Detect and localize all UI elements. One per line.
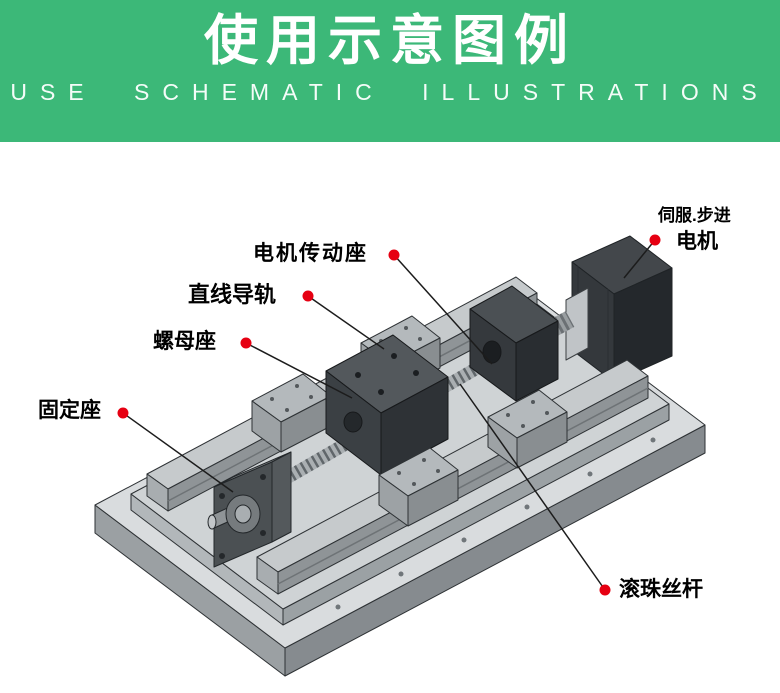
- rail-carriage-front-1: [378, 447, 459, 527]
- label-fixed-mount: 固定座: [38, 399, 101, 422]
- callout-dot-nut-mount: [240, 337, 252, 349]
- banner-title: 使用示意图例: [204, 11, 576, 71]
- callout-lines: [122, 239, 656, 591]
- callout-line-fixed-mount: [122, 412, 234, 493]
- callout-line-linear-rail: [307, 295, 385, 350]
- callout-dot-fixed-mount: [117, 407, 129, 419]
- nut-housing-block: [325, 334, 449, 476]
- callout-line-motor-drive-mount: [393, 254, 493, 365]
- label-motor-type: 伺服.步进: [658, 206, 731, 225]
- label-nut-mount: 螺母座: [153, 330, 216, 353]
- label-motor-drive-mount: 电机传动座: [253, 242, 368, 265]
- callout-line-motor: [623, 239, 656, 279]
- rail-carriage-back-1: [251, 373, 332, 453]
- callout-dot-ball-screw: [599, 584, 611, 596]
- callout-line-ball-screw: [459, 383, 606, 591]
- label-motor: 电机: [676, 230, 718, 253]
- callout-dot-motor: [649, 234, 661, 246]
- motor-flange: [565, 287, 589, 361]
- motor-drive-housing: [469, 285, 559, 402]
- banner-subtitle: USE SCHEMATIC ILLUSTRATIONS: [10, 79, 770, 106]
- label-linear-rail: 直线导轨: [188, 282, 277, 307]
- callout-dot-linear-rail: [302, 290, 314, 302]
- callout-line-nut-mount: [245, 342, 353, 399]
- label-ball-screw: 滚珠丝杆: [619, 578, 703, 601]
- banner: 使用示意图例 USE SCHEMATIC ILLUSTRATIONS: [0, 0, 780, 142]
- callout-dots: [117, 234, 661, 596]
- callout-dot-motor-drive-mount: [388, 249, 400, 261]
